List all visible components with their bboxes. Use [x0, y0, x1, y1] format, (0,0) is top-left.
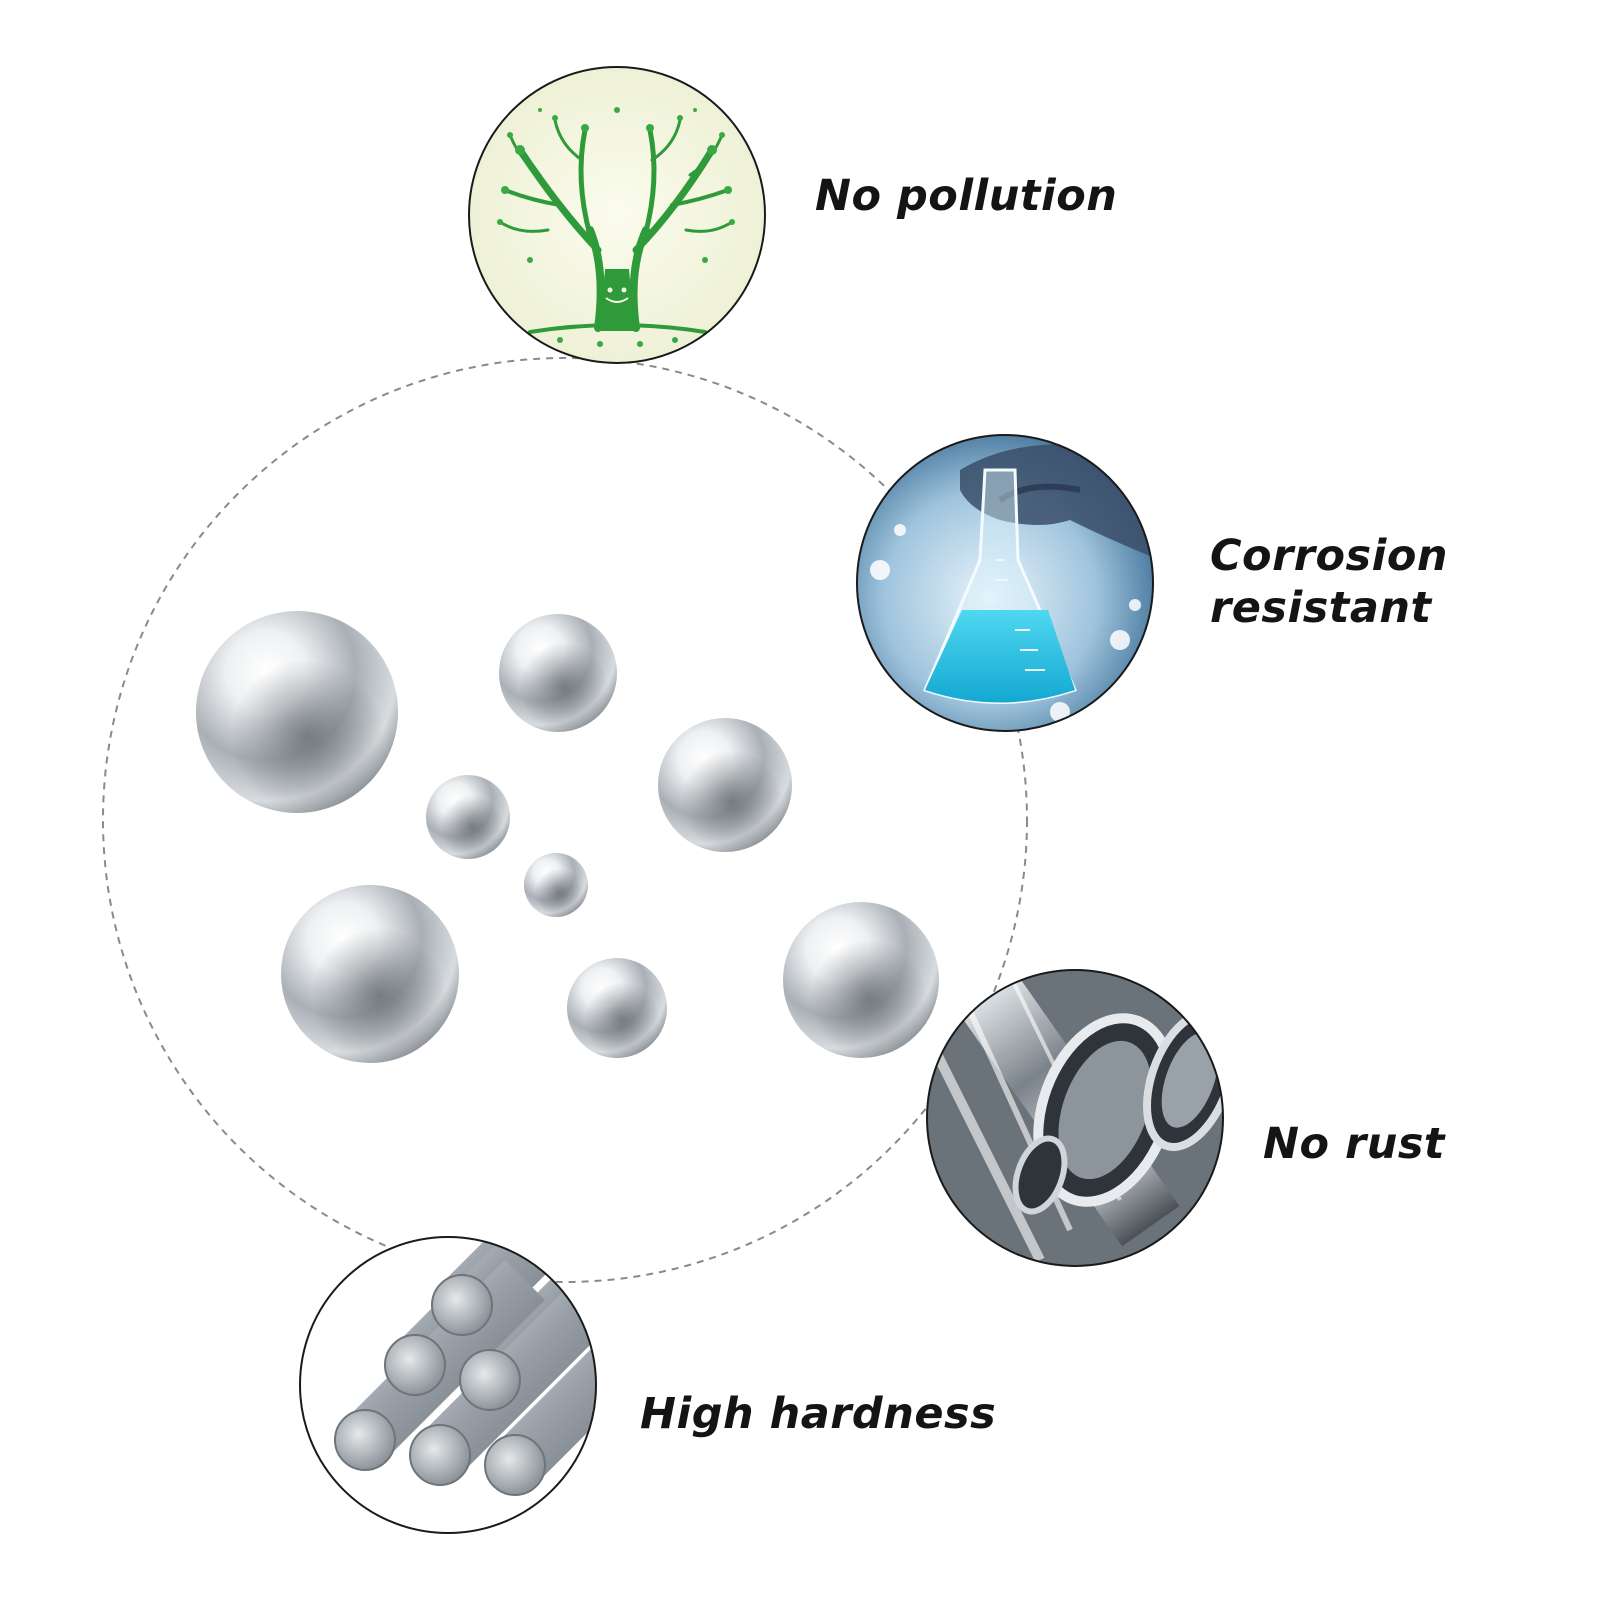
steel-ball: [281, 885, 459, 1063]
feature-label-no-rust: No rust: [1263, 1119, 1445, 1169]
feature-label-no-pollution: No pollution: [815, 171, 1118, 221]
steel-ball: [567, 958, 667, 1058]
steel-ball: [658, 718, 792, 852]
tree-icon: [468, 66, 766, 364]
flask-icon: [856, 434, 1154, 732]
steel-ball: [196, 611, 398, 813]
feature-label-high-hardness: High hardness: [640, 1389, 997, 1439]
feature-label-line-1: Corrosion: [1210, 531, 1449, 581]
steel-ball: [499, 614, 617, 732]
steel-balls-icon: [196, 611, 939, 1063]
steel-ball: [783, 902, 939, 1058]
steel-tubes-icon: [926, 969, 1224, 1267]
steel-ball: [524, 853, 588, 917]
feature-label-line-2: resistant: [1210, 583, 1432, 634]
dashed-orbit-circle: [102, 357, 1028, 1283]
steel-rods-icon: [299, 1236, 597, 1534]
steel-ball: [426, 775, 510, 859]
feature-label-corrosion-resistant: Corrosion resistant: [1210, 530, 1448, 635]
